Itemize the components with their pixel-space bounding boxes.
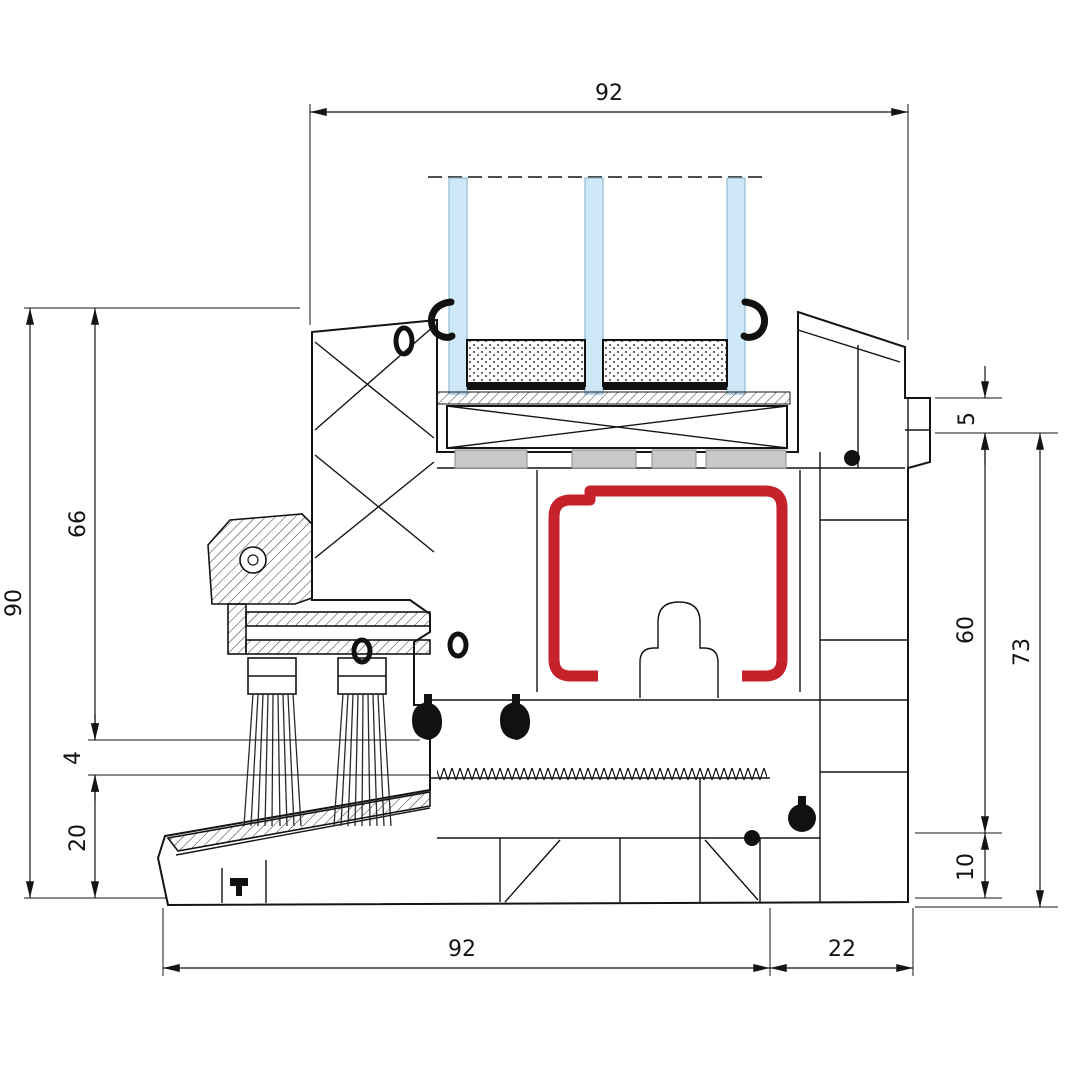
dim-bottom-right-label: 22 <box>828 937 856 962</box>
center-seal-1 <box>412 702 443 740</box>
dim-right-total-label: 73 <box>1010 638 1035 666</box>
dim-left-upper-label: 66 <box>66 510 91 538</box>
spacer-seal-left <box>467 382 585 390</box>
screw-port <box>239 546 267 574</box>
serration-strip <box>437 768 767 780</box>
dimension-right-bottom: 10 <box>915 833 1002 899</box>
screw-channel <box>393 325 415 357</box>
frame-seal <box>788 804 816 832</box>
dimension-right-frame: 60 <box>915 432 1002 834</box>
left-adapter <box>166 513 431 896</box>
glazing-gasket-left <box>427 298 456 341</box>
dim-left-total-label: 90 <box>2 589 27 617</box>
dim-right-bottom-label: 10 <box>954 853 979 881</box>
steel-reinforcement <box>548 485 788 682</box>
spacer-bar-left <box>466 339 586 387</box>
center-seal-stem-2 <box>512 694 520 704</box>
sill-top-slab <box>166 791 431 852</box>
center-seal-2 <box>500 702 531 740</box>
seal-groove-left <box>351 637 373 665</box>
glass-pane-middle <box>584 177 604 395</box>
frame-seal-small <box>744 830 760 846</box>
dim-left-small-label: 4 <box>61 751 86 765</box>
spacer-bar-right <box>602 339 728 387</box>
spacer-seal-right <box>603 382 727 390</box>
adapter-connector <box>227 603 247 655</box>
brush-rail-upper <box>245 611 431 627</box>
dimension-right-total: 73 <box>915 432 1058 908</box>
seal-groove-right <box>447 631 469 659</box>
glass-pane-outer <box>448 177 468 395</box>
gaskets <box>351 298 860 846</box>
dimension-left-upper: 66 <box>66 307 420 741</box>
dimension-bottom-right: 22 <box>770 908 914 976</box>
dim-top-label: 92 <box>595 81 623 106</box>
sill-anchor <box>230 878 248 896</box>
dimension-top-width: 92 <box>309 81 909 340</box>
glazing-unit <box>428 176 791 469</box>
brush-rail-lower <box>245 639 431 655</box>
center-seal-stem-1 <box>424 694 432 704</box>
setting-block <box>446 405 788 449</box>
brush-seal-left <box>243 693 302 827</box>
screw-port-inner <box>247 554 259 566</box>
overlap-seal <box>844 450 860 466</box>
dim-right-step-label: 5 <box>955 412 980 426</box>
dim-right-frame-label: 60 <box>954 616 979 644</box>
dim-left-lower-label: 20 <box>66 824 91 852</box>
glazing-packers <box>454 449 787 469</box>
dimension-left-small: 4 <box>61 714 430 801</box>
glazing-gasket-right <box>740 298 769 341</box>
dimension-left-lower: 20 <box>66 775 100 898</box>
dimension-bottom-main: 92 <box>162 908 771 976</box>
bedding-strip <box>436 391 791 405</box>
glass-pane-inner <box>726 177 746 395</box>
chamber-lines <box>175 325 930 903</box>
dim-bottom-main-label: 92 <box>448 937 476 962</box>
